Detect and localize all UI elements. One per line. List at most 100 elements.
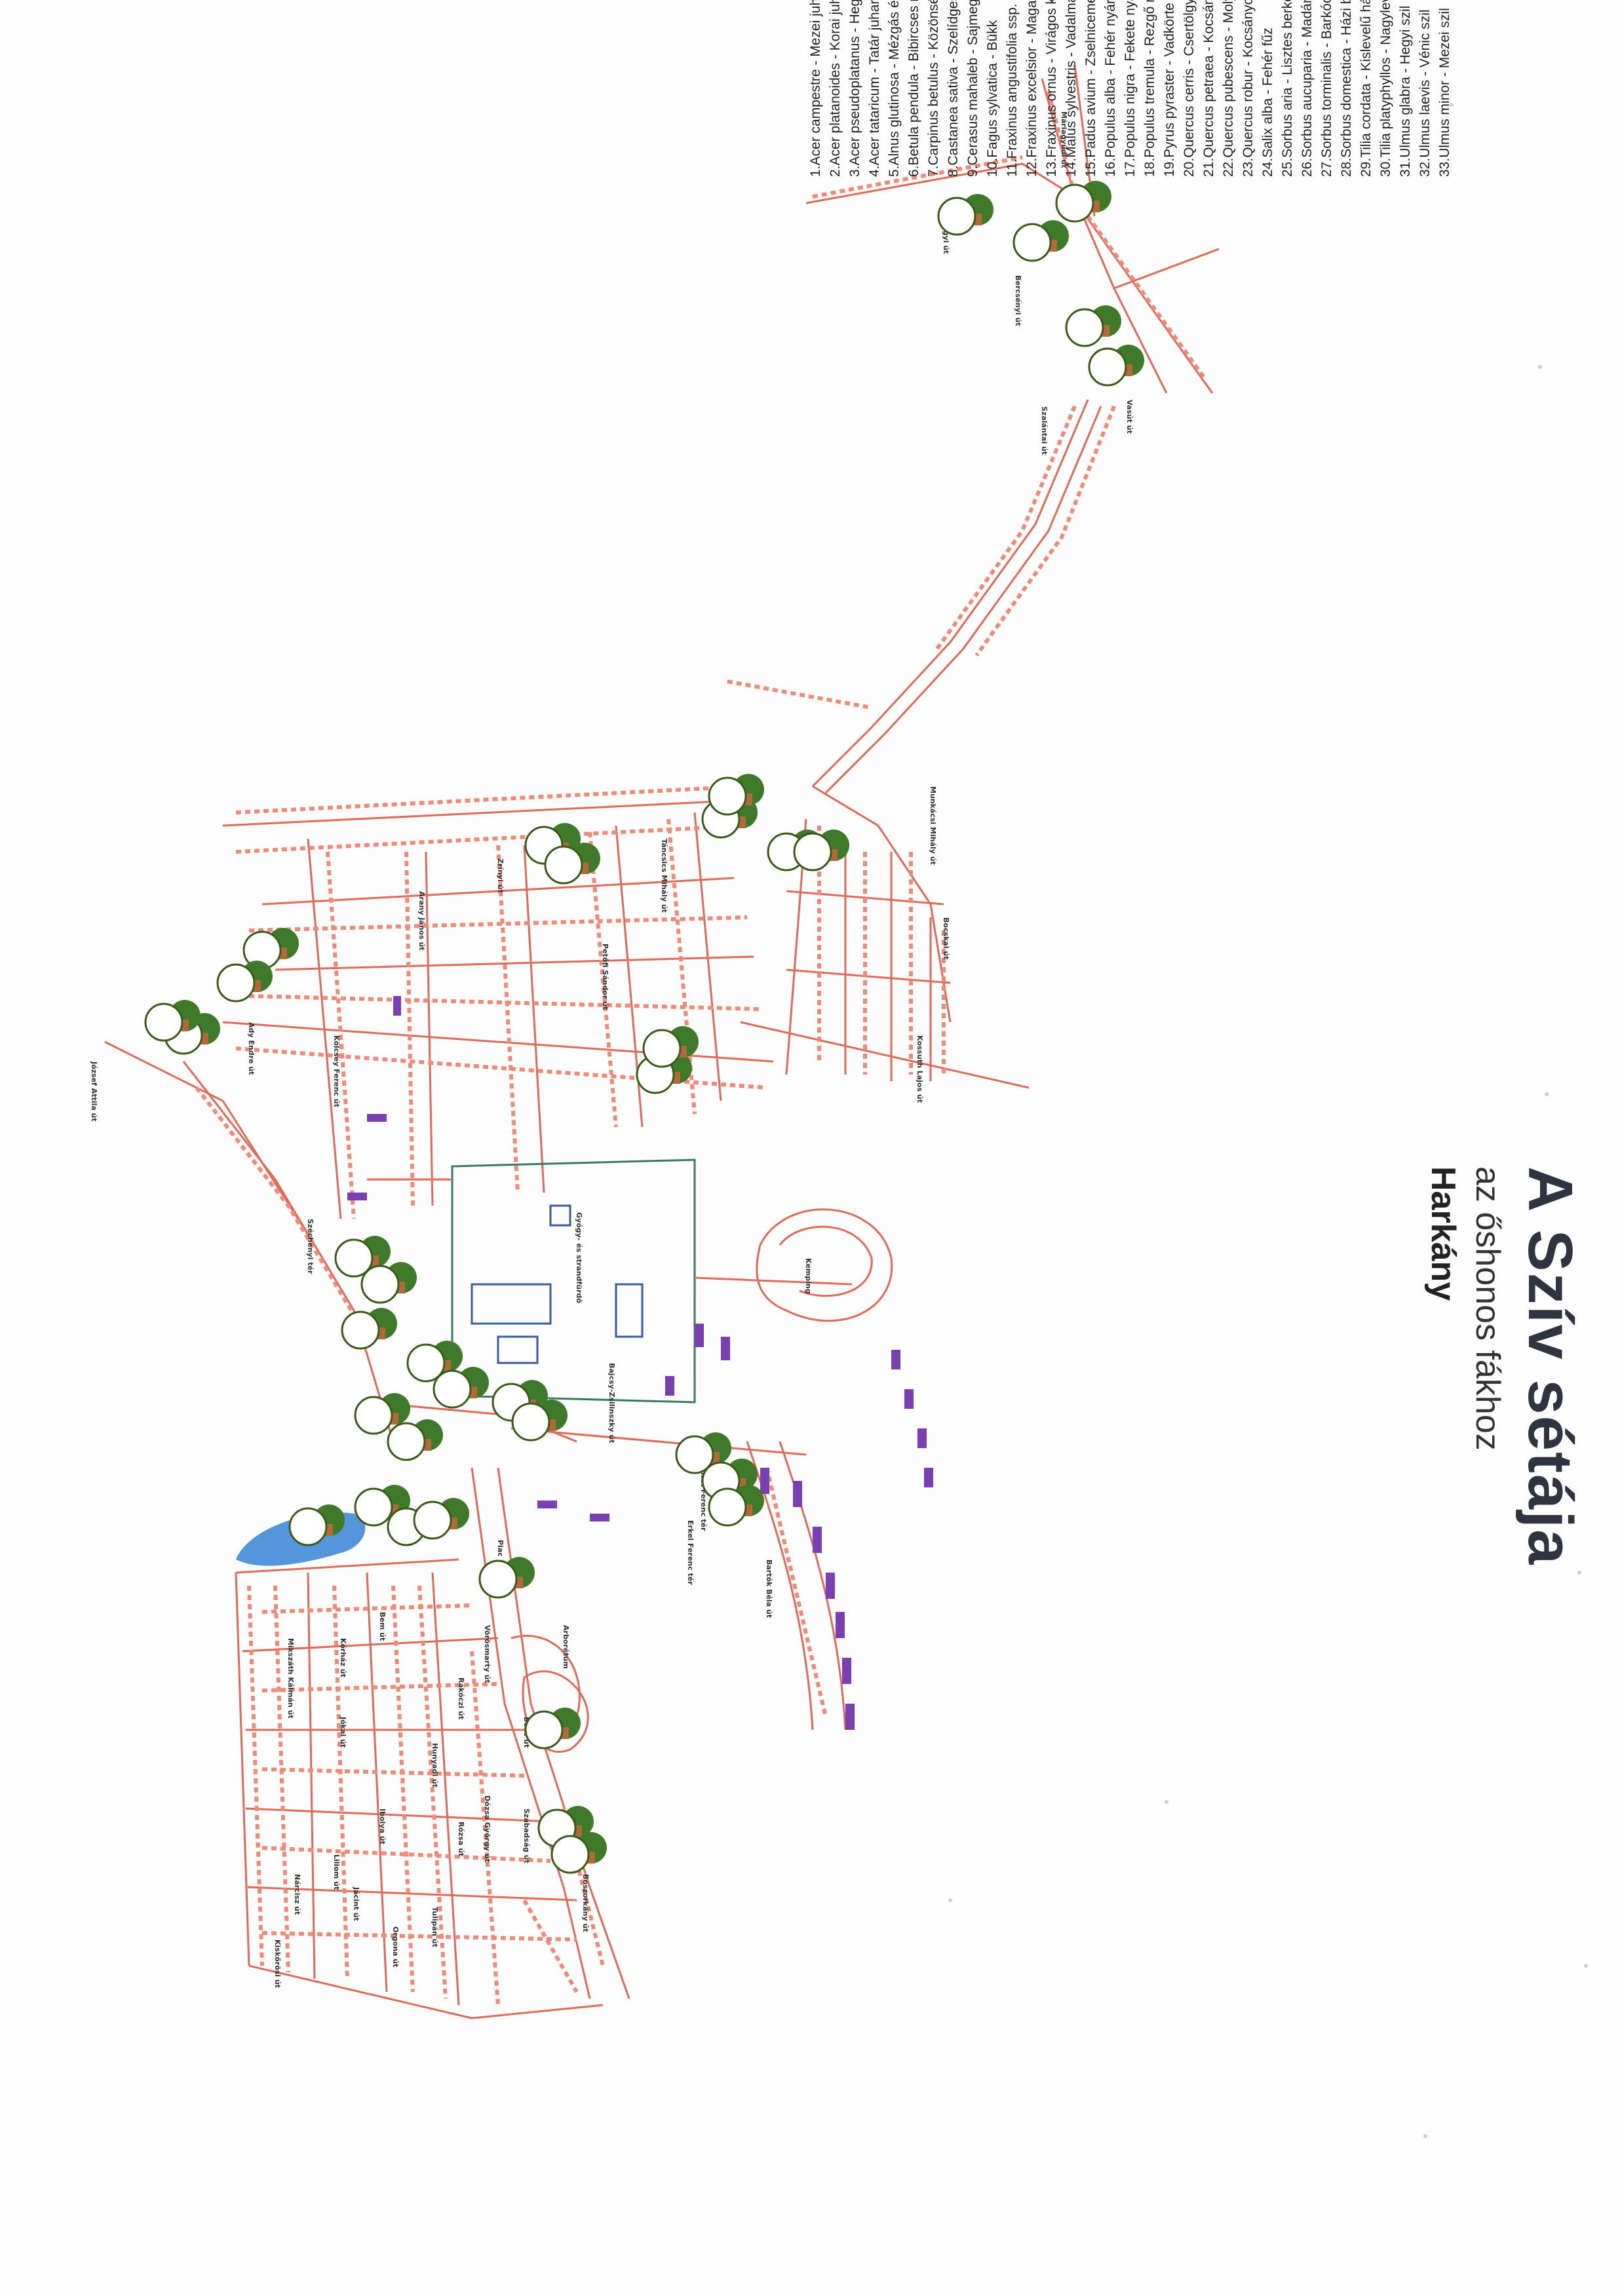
label-hunyadi: Hunyadi út [431,1743,439,1788]
label-kossuth: Kossuth Lajos út [916,1035,924,1103]
tree-marker[interactable] [413,1498,469,1540]
tree-point-icon [937,197,976,236]
tree-marker[interactable] [360,1262,417,1304]
road-south-bottom [248,1964,604,2019]
label-tulipan: Tulipán út [431,1907,439,1947]
tree-marker[interactable] [334,1236,391,1278]
label-rozsa: Rózsa út [457,1822,465,1856]
species-legend: 1.Acer campestre - Mezei juhar 2.Acer pla… [806,0,1455,177]
tree-point-icon [433,1369,472,1409]
purple-buildings [347,996,933,1730]
legend-item: 21.Quercus petraea - Kocsánytalan tölgy [1201,0,1216,177]
tree-point-icon [524,1710,564,1750]
tree-marker[interactable] [793,830,849,871]
label-mikszath: Mikszáth Kálmán út [286,1638,295,1719]
tree-marker[interactable] [341,1308,397,1350]
label-narcisz: Nárcisz út [293,1874,301,1915]
spa-block-outline [451,1158,696,1404]
legend-item: 29.Tilia cordata - Kislevelű hárs [1359,0,1374,177]
tree-marker[interactable] [1013,220,1069,262]
tree-marker[interactable] [433,1367,489,1409]
label-bocskai: Bocskai út [942,917,950,959]
tree-point-icon [708,1487,747,1527]
label-rakoczi: Rákóczi út [457,1677,465,1719]
legend-item: 16.Populus alba - Fehér nyár [1103,0,1118,177]
label-bercsenyi: Bercsényi út [1014,275,1022,326]
label-zrinyi: Zrínyi út [496,858,505,893]
legend-item: 19.Pyrus pyraster - Vadkörte [1162,3,1177,177]
road-erkel [746,1441,814,1731]
tree-marker[interactable] [708,774,764,816]
tree-marker[interactable] [354,1393,410,1435]
tree-marker[interactable] [544,843,600,885]
label-vasut: Vasút út [1125,400,1134,434]
label-ady: Ady Endre út [247,1022,256,1075]
tree-point-icon [544,845,583,885]
road-camping-inner [779,1225,873,1297]
legend-item: 1.Acer campestre - Mezei juhar [808,0,823,177]
legend-item: 10.Fagus sylvatica - Bükk [985,20,1000,177]
legend-item: 25.Sorbus aria - Lisztes berkenye [1280,0,1295,177]
road-south-v1 [307,1572,316,1980]
legend-item: 32.Ulmus laevis - Vénic szil [1418,9,1433,177]
map-subtitle: az őshonos fákhoz [1469,1166,1507,1451]
legend-item: 22.Quercus pubescens - Molyhos tölgy [1221,0,1236,177]
tree-marker[interactable] [708,1485,764,1527]
label-orgona: Orgona út [391,1926,400,1967]
legend-item: 23.Quercus robur - Kocsányos tölgy [1241,0,1256,177]
legend-item: 30.Tilia platyphyllos - Nagylevelű hárs [1378,0,1393,177]
tree-point-icon [793,832,832,871]
tree-marker[interactable] [1065,305,1121,347]
label-arboretum: Arborétum [562,1625,570,1669]
road-west [104,1041,316,1246]
legend-item: 3.Acer pseudoplatanus - Hegyi juhar [847,0,862,177]
tree-point-icon [675,1435,714,1474]
label-camping: Kemping [804,1258,813,1294]
label-szabadsag: Szabadság út [522,1808,531,1864]
tree-point-icon [1055,183,1094,223]
tree-marker[interactable] [1055,181,1111,223]
label-bem: Bem út [378,1612,387,1641]
legend-item: 7.Carpinus betulus - Közönséges gyertyán [926,0,941,177]
road-arboretum-loop [511,1635,581,1717]
tree-marker[interactable] [144,1000,201,1042]
tree-marker[interactable] [511,1400,568,1442]
tree-point-icon [413,1501,452,1540]
legend-item: 15.Padus avium - Zselnicemeggy [1083,0,1098,177]
tree-marker[interactable] [642,1026,699,1068]
legend-item: 2.Acer platanoides - Korai juhar [828,0,843,177]
tree-marker[interactable] [216,961,273,1003]
tree-point-icon [511,1402,550,1442]
tree-marker[interactable] [288,1504,345,1546]
tree-marker[interactable] [524,1708,581,1750]
tree-point-icon [387,1422,426,1461]
tree-marker[interactable] [937,194,993,236]
tree-point-icon [216,963,256,1003]
scan-specks [948,103,1588,2138]
tree-marker[interactable] [550,1832,607,1874]
label-jozsef-attila: József Attila út [90,1061,98,1122]
road-south-h4 [247,1886,577,1902]
legend-item: 31.Ulmus glabra - Hegyi szil [1398,5,1413,177]
tree-marker[interactable] [1088,345,1144,387]
tree-marker[interactable] [387,1419,443,1461]
tree-marker[interactable] [478,1557,535,1599]
legend-item: 8.Castanea sativa - Szelídgesztenye [946,0,961,177]
road-south-top [235,1558,459,1574]
road-south-west [235,1572,250,1966]
tree-point-icon [341,1311,380,1350]
road-bajcsy [511,1427,807,1456]
map-title-block: A Szív sétája az őshonos fákhoz Harkány [1219,1166,1586,1565]
legend-item: 4.Acer tataricum - Tatár juhar [867,0,882,177]
label-dozsa: Dózsa György út [483,1795,492,1862]
tree-marker[interactable] [675,1432,731,1474]
tree-point-icon [550,1835,590,1874]
road-bartok [812,785,952,1023]
tree-point-icon [144,1003,183,1042]
legend-list: 1.Acer campestre - Mezei juhar 2.Acer pla… [806,0,1455,177]
tree-marker[interactable] [242,928,299,970]
road-camping-loop [756,1208,893,1322]
tree-marker[interactable] [406,1341,463,1383]
legend-item: 27.Sorbus torminalis - Barkócaberkenye [1319,0,1334,177]
